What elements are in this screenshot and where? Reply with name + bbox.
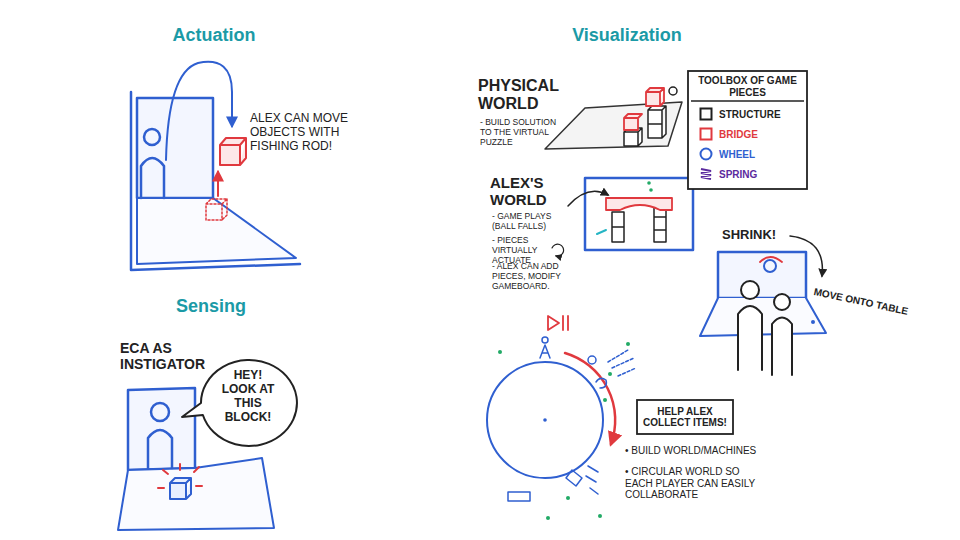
legend-swatch (699, 167, 713, 181)
legend-text: SPRING (719, 169, 757, 180)
legend-swatch (699, 147, 713, 161)
speech-bubble-shape (182, 360, 297, 446)
actuation-scene (131, 62, 300, 270)
legend-swatch (699, 107, 713, 121)
annotation-note: ALEX CAN MOVE OBJECTS WITH FISHING ROD! (250, 112, 368, 153)
bullet-note: - PIECES VIRTUALLY ACTUATE (492, 236, 572, 265)
scene-title: SHRINK! (722, 228, 792, 243)
legend-row: BRIDGE (699, 127, 758, 141)
bullet-note: • BUILD WORLD/MACHINES (625, 445, 775, 457)
legend-swatch (699, 127, 713, 141)
toolbox-underline (691, 100, 804, 102)
section-heading: Visualization (527, 25, 727, 46)
legend-row: SPRING (699, 167, 757, 181)
legend-row: WHEEL (699, 147, 755, 161)
scene-title: ECA AS INSTIGATOR (120, 340, 220, 372)
node-text: HELP ALEX COLLECT ITEMS! (641, 406, 729, 429)
legend-text: WHEEL (719, 149, 755, 160)
wheel-symbol (701, 149, 712, 160)
scene-title: ALEX'S WORLD (490, 174, 570, 209)
bullet-note: • CIRCULAR WORLD SO EACH PLAYER CAN EASI… (625, 466, 770, 501)
legend-text: STRUCTURE (719, 109, 781, 120)
legend-row: STRUCTURE (699, 107, 781, 121)
shrink-scene (700, 236, 826, 375)
section-heading: Actuation (134, 25, 294, 46)
section-heading: Sensing (131, 296, 291, 317)
annotation-note: MOVE ONTO TABLE (813, 286, 933, 322)
bullet-note: - ALEX CAN ADD PIECES, MODIFY GAMEBOARD. (492, 262, 572, 291)
legend-text: BRIDGE (719, 129, 758, 140)
scene-title: PHYSICAL WORLD (478, 77, 573, 114)
bullet-note: - GAME PLAYS (BALL FALLS) (492, 212, 564, 232)
box-outline (688, 71, 807, 189)
circular-world (487, 316, 636, 520)
node-text: HEY! LOOK AT THIS BLOCK! (216, 369, 280, 424)
speech-bubble: HEY! LOOK AT THIS BLOCK! (200, 354, 296, 440)
physical-board (545, 87, 682, 149)
goal-box: HELP ALEX COLLECT ITEMS! (636, 399, 734, 435)
node-text: TOOLBOX OF GAME PIECES (692, 75, 803, 98)
bullet-note: - BUILD SOLUTION TO THE VIRTUAL PUZZLE (480, 118, 560, 147)
piece-symbol (701, 129, 712, 140)
spring-symbol (701, 169, 711, 179)
piece-symbol (701, 109, 712, 120)
alex-world-screen (552, 178, 693, 256)
box-outline (637, 400, 733, 434)
